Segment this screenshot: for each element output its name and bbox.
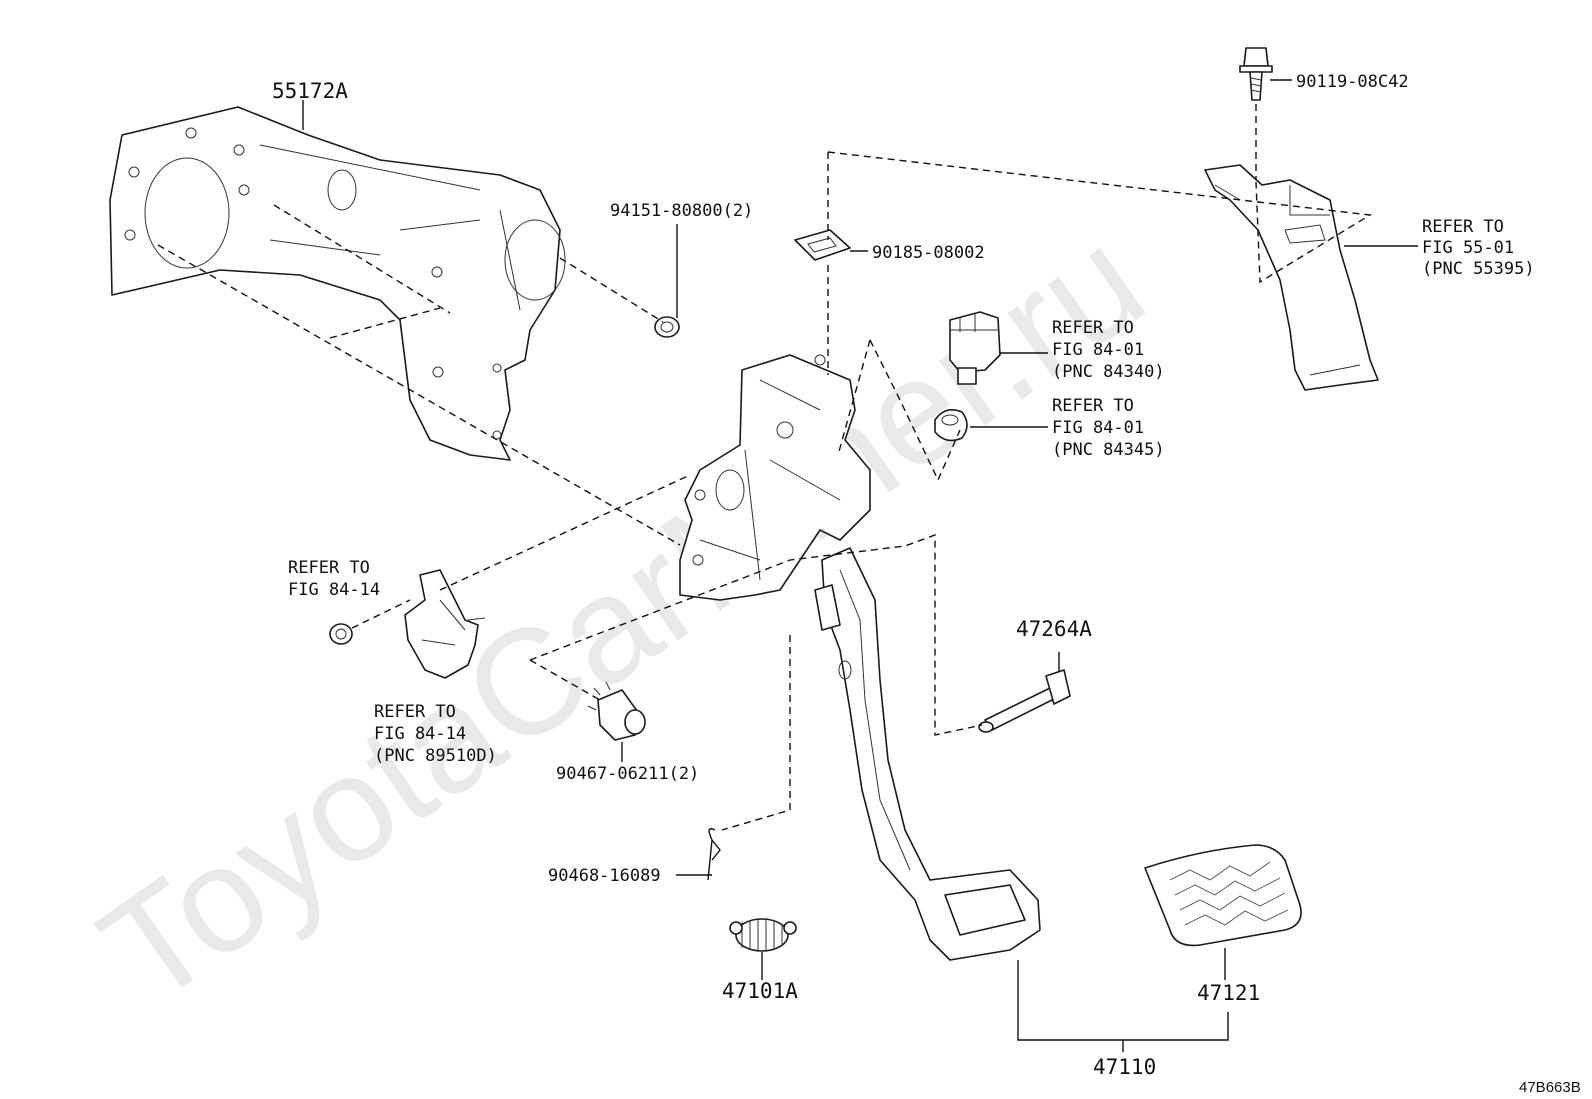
- diagram-code: 47B663B: [1519, 1079, 1581, 1096]
- part-55395-bracket[interactable]: [1204, 164, 1379, 391]
- part-47101a-spring[interactable]: [729, 918, 797, 952]
- part-47110-pedal-arm[interactable]: [814, 547, 1041, 961]
- label-90467: 90467-06211(2): [556, 764, 699, 784]
- label-90185: 90185-08002: [872, 243, 985, 263]
- part-pedal-bracket[interactable]: [679, 354, 871, 601]
- part-90185-clip[interactable]: [794, 229, 851, 261]
- label-90468: 90468-16089: [548, 866, 661, 886]
- part-90467-clip[interactable]: [587, 681, 646, 741]
- assembly-dash-lines: [157, 151, 1373, 831]
- label-refer-84345-line2: FIG 84-01: [1052, 418, 1144, 438]
- part-89510d-sensor[interactable]: [404, 569, 486, 679]
- label-refer-55-line1: REFER TO: [1422, 217, 1504, 237]
- part-55172a-bracket[interactable]: [109, 106, 566, 461]
- label-refer-55-line2: FIG 55-01: [1422, 238, 1514, 258]
- label-refer-84340-line3: (PNC 84340): [1052, 362, 1165, 382]
- part-84340-switch[interactable]: [949, 311, 1001, 385]
- part-47264a-pin[interactable]: [978, 669, 1071, 733]
- part-84345-cushion[interactable]: [934, 409, 968, 442]
- part-47121-pedal-pad[interactable]: [1144, 844, 1302, 947]
- label-94151: 94151-80800(2): [610, 201, 753, 221]
- label-refer-84345-line1: REFER TO: [1052, 396, 1134, 416]
- label-90119: 90119-08C42: [1296, 72, 1409, 92]
- label-47110: 47110: [1093, 1055, 1156, 1079]
- label-refer-8414b-line1: REFER TO: [374, 702, 456, 722]
- label-47101a: 47101A: [722, 979, 798, 1003]
- leader-47110: [1017, 960, 1229, 1052]
- part-8414-nut[interactable]: [329, 623, 353, 645]
- label-refer-84340-line1: REFER TO: [1052, 318, 1134, 338]
- label-refer-84340-line2: FIG 84-01: [1052, 340, 1144, 360]
- part-94151-nut[interactable]: [654, 316, 680, 338]
- label-refer-84345-line3: (PNC 84345): [1052, 440, 1165, 460]
- label-refer-8414b-line2: FIG 84-14: [374, 724, 466, 744]
- label-55172a: 55172A: [272, 79, 348, 103]
- part-90119-bolt[interactable]: [1239, 47, 1273, 101]
- label-47264a: 47264A: [1016, 617, 1092, 641]
- label-refer-8414b-line3: (PNC 89510D): [374, 746, 497, 766]
- label-refer-55-line3: (PNC 55395): [1422, 259, 1535, 279]
- label-refer-8414a-line2: FIG 84-14: [288, 580, 380, 600]
- part-90468-clip[interactable]: [707, 828, 721, 881]
- label-refer-8414a-line1: REFER TO: [288, 558, 370, 578]
- label-47121: 47121: [1197, 981, 1260, 1005]
